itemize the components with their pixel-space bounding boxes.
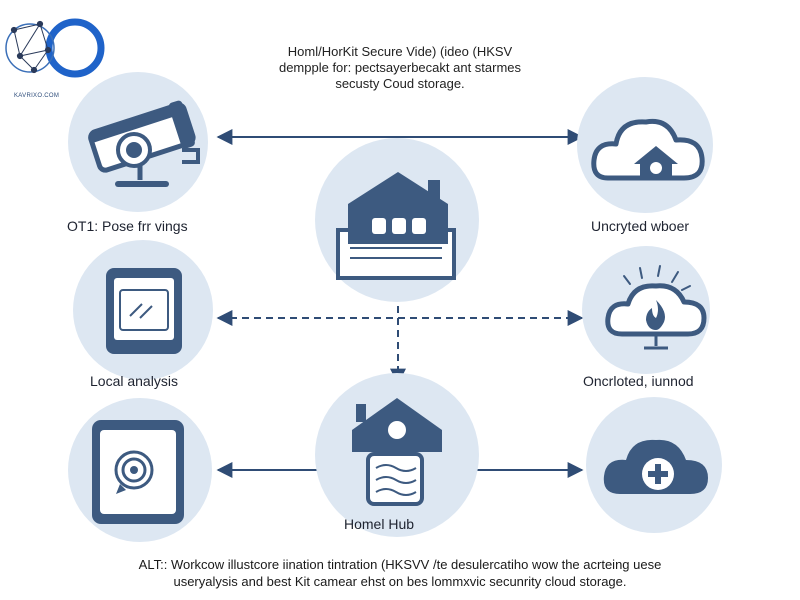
logo-icon <box>5 18 105 78</box>
camera-label: OT1: Pose frr vings <box>67 218 188 234</box>
tablet-signal-icon <box>106 268 182 354</box>
cloud-top-label: Uncryted wboer <box>591 218 690 234</box>
title-line-2: dempple for: pectsayerbecakt ant starmes <box>278 60 522 75</box>
tablet-label: Local analysis <box>90 373 178 389</box>
hub-label: Homel Hub <box>344 516 415 532</box>
cloud-home-icon <box>591 118 705 181</box>
diagram-title: Homl/HorKit Secure Vide) (ideo (HKSV dem… <box>190 44 610 92</box>
caption-line-2: useryalysis and best Kit camear ehst on … <box>173 574 627 589</box>
home-document-icon <box>336 172 456 280</box>
cloud-plus-icon <box>603 439 708 494</box>
security-camera-icon <box>88 100 200 187</box>
title-line-1: Homl/HorKit Secure Vide) (ideo (HKSV <box>287 44 513 59</box>
cloud-fire-icon <box>605 265 707 350</box>
diagram-caption: ALT:: Workcow illustcore iination tintra… <box>6 556 794 590</box>
logo-text: KAVRIXO.COM <box>14 93 60 99</box>
cloud-mid-label: Oncrloted, iunnod <box>583 373 694 389</box>
caption-line-1: ALT:: Workcow illustcore iination tintra… <box>138 557 662 572</box>
phone-target-icon <box>92 420 184 524</box>
home-hub-icon <box>352 398 442 506</box>
title-line-3: secusty Coud storage. <box>335 76 465 91</box>
